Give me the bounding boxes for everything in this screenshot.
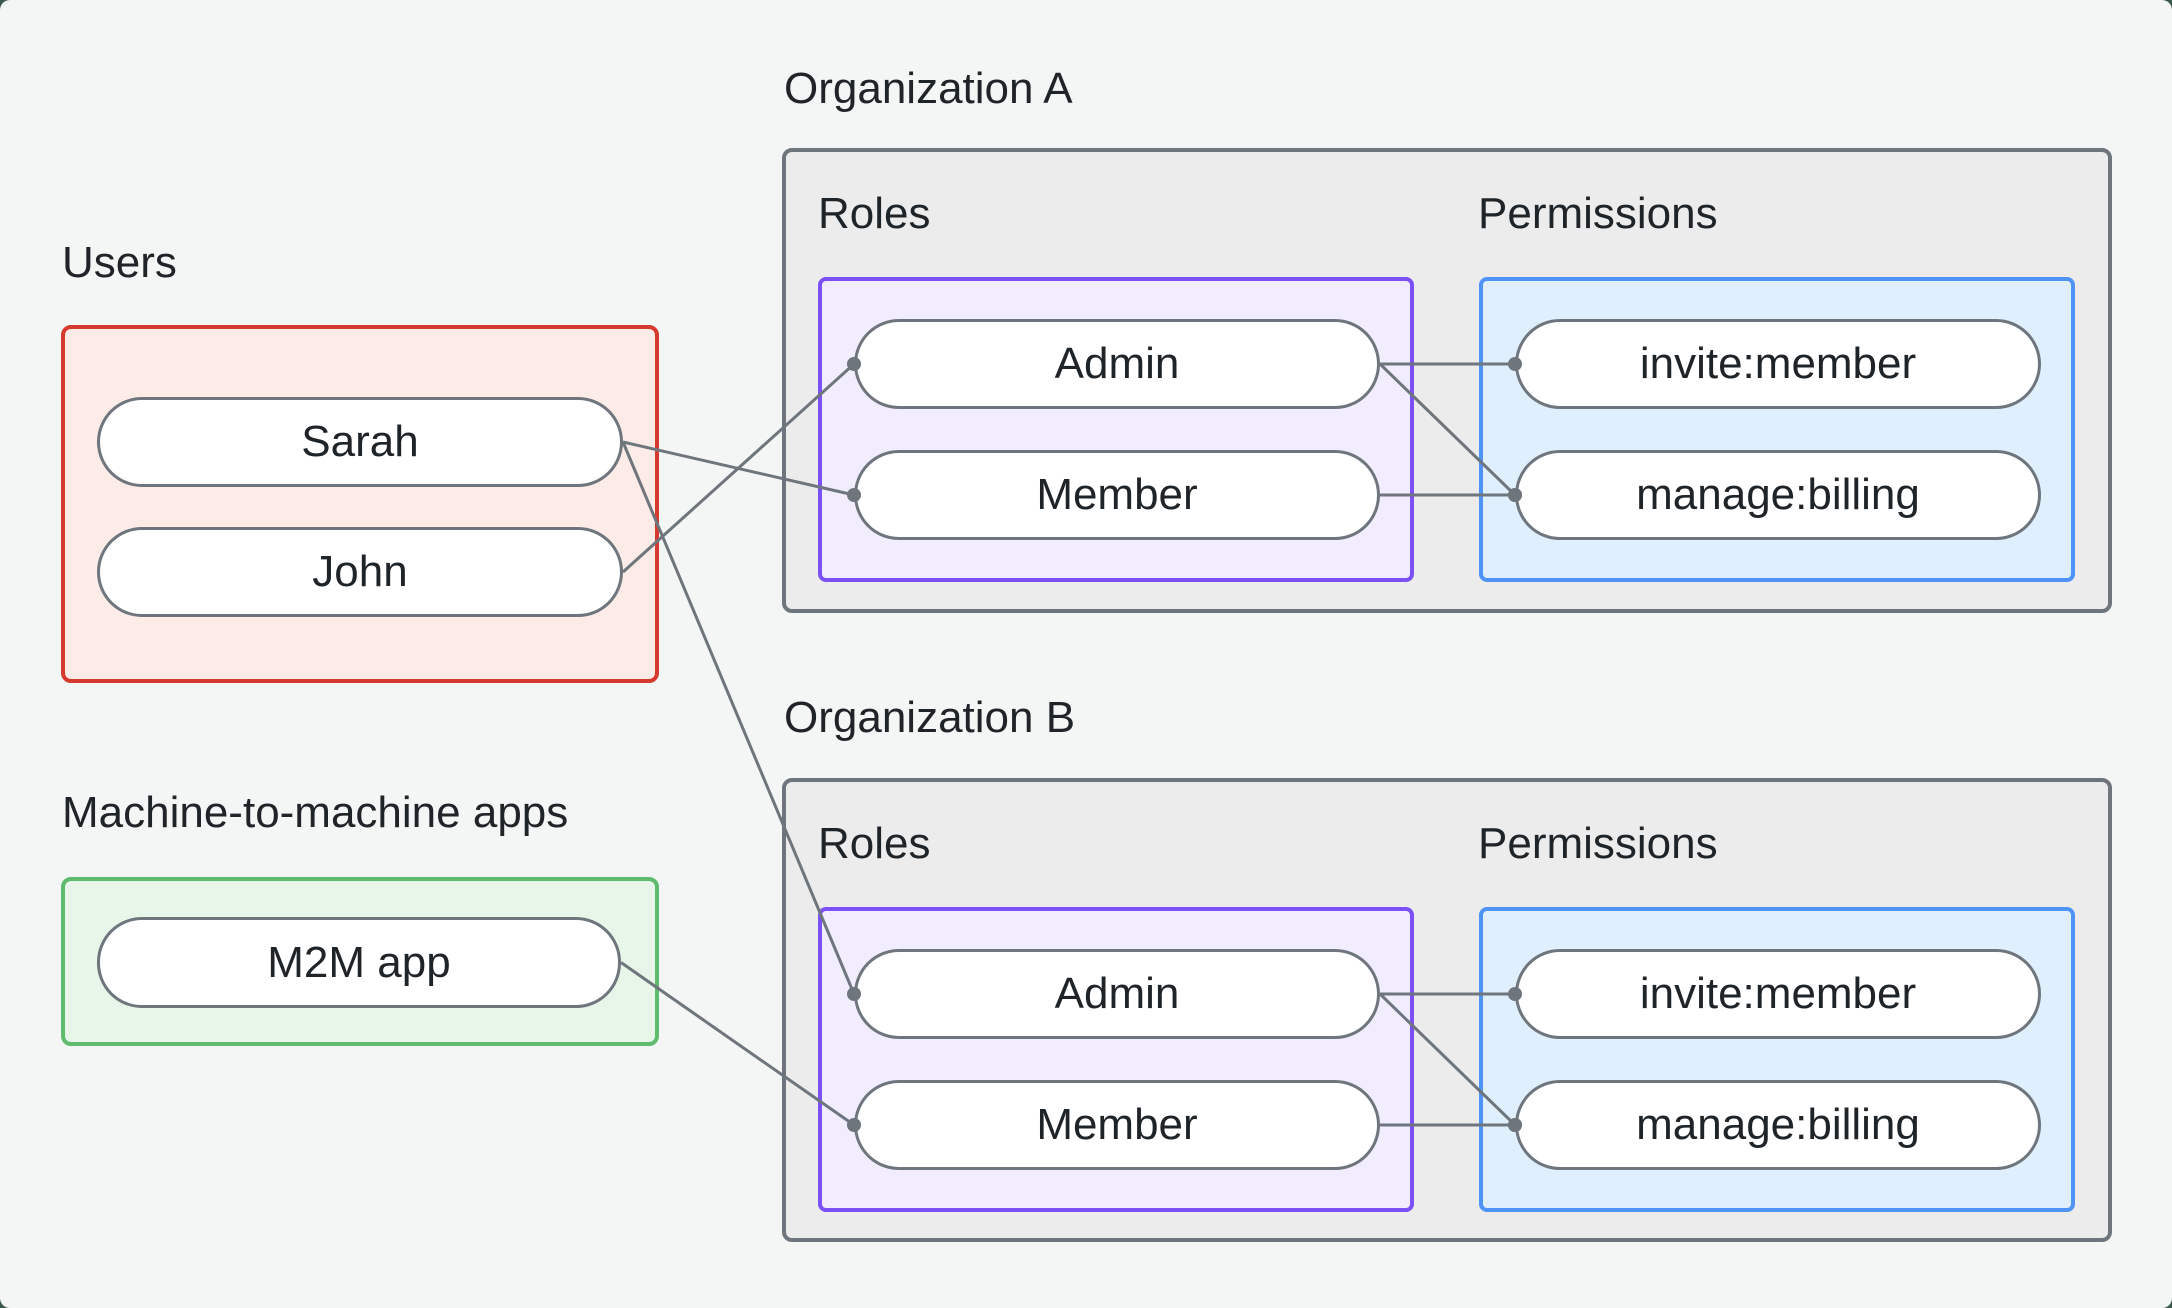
- user-pill-sarah: Sarah: [97, 397, 623, 487]
- org-b-roles-box: Admin Member: [818, 907, 1414, 1212]
- org-a-box: Roles Permissions Admin Member invite:me…: [782, 148, 2112, 613]
- org-b-role-pill-admin: Admin: [854, 949, 1380, 1039]
- user-pill-john: John: [97, 527, 623, 617]
- org-a-roles-label: Roles: [818, 189, 931, 238]
- org-a-permissions-label: Permissions: [1478, 189, 1718, 238]
- org-a-permission-pill-invite-member: invite:member: [1515, 319, 2041, 409]
- users-section-label: Users: [62, 238, 177, 287]
- users-group-box: Sarah John: [61, 325, 659, 683]
- org-a-roles-box: Admin Member: [818, 277, 1414, 582]
- org-b-title: Organization B: [784, 693, 1076, 742]
- org-b-role-pill-member: Member: [854, 1080, 1380, 1170]
- org-b-permission-pill-manage-billing: manage:billing: [1515, 1080, 2041, 1170]
- org-a-permissions-box: invite:member manage:billing: [1479, 277, 2075, 582]
- org-a-permission-pill-manage-billing: manage:billing: [1515, 450, 2041, 540]
- m2m-section-label: Machine-to-machine apps: [62, 788, 569, 837]
- org-a-title: Organization A: [784, 64, 1073, 113]
- org-b-permissions-label: Permissions: [1478, 819, 1718, 868]
- m2m-group-box: M2M app: [61, 877, 659, 1046]
- org-a-role-pill-member: Member: [854, 450, 1380, 540]
- org-b-roles-label: Roles: [818, 819, 931, 868]
- m2m-app-pill: M2M app: [97, 917, 621, 1008]
- org-b-permissions-box: invite:member manage:billing: [1479, 907, 2075, 1212]
- org-a-role-pill-admin: Admin: [854, 319, 1380, 409]
- org-b-box: Roles Permissions Admin Member invite:me…: [782, 778, 2112, 1242]
- org-b-permission-pill-invite-member: invite:member: [1515, 949, 2041, 1039]
